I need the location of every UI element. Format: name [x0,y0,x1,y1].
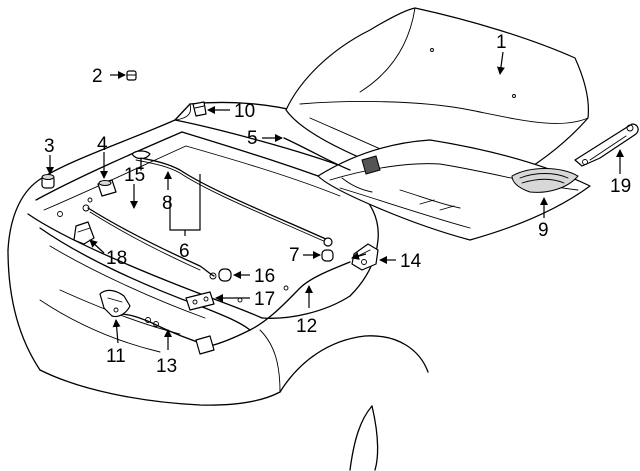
callout-11: 11 [106,346,126,367]
callout-12: 12 [296,316,317,337]
bracket-clip [192,101,207,117]
callout-19: 19 [610,176,631,197]
callout-18: 18 [106,248,127,269]
callout-17: 17 [254,289,275,310]
callout-labels: 1 2 3 4 5 6 7 8 9 10 11 12 13 14 15 16 1… [44,32,631,377]
hood-latch [351,243,379,271]
hood-inner-panel [317,139,591,241]
support-clip [131,150,151,171]
front-seal-strip [82,204,217,280]
cushion-part [321,249,334,262]
callout-2: 2 [92,66,103,87]
bumper-stop-left [41,174,55,189]
rubber-cushion [218,268,232,282]
callout-8: 8 [162,193,173,214]
release-cable [119,261,351,347]
hood-hinge [574,123,639,167]
cable-clip [195,335,215,355]
hood-seal [283,137,351,171]
callout-15: 15 [124,165,145,186]
callout-4: 4 [97,134,108,155]
callout-7: 7 [289,245,300,266]
callout-6: 6 [179,241,190,262]
callout-10: 10 [234,101,255,122]
callout-9: 9 [538,220,549,241]
bumper-stop [97,179,117,197]
release-handle [99,289,131,318]
callout-13: 13 [156,356,177,377]
callout-3: 3 [44,136,55,157]
callout-14: 14 [400,251,422,272]
callout-16: 16 [254,266,275,287]
callout-5: 5 [247,128,258,149]
latch-support-bracket [73,221,95,245]
hood-prop-rods [135,156,333,247]
clip-part [126,70,137,81]
leader-lines [46,51,624,350]
mount-bracket [185,291,215,311]
callout-1: 1 [496,32,507,53]
